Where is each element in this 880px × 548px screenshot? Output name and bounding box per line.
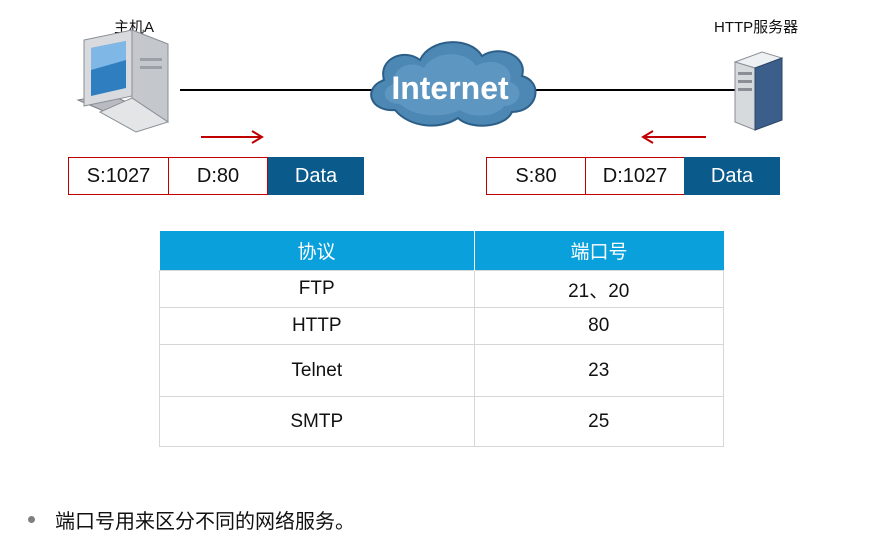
response-data-block: Data [684, 157, 780, 195]
response-dest-port: D:1027 [585, 157, 685, 195]
port-cell: 25 [473, 396, 724, 447]
port-cell: 21、20 [473, 270, 724, 308]
request-source-port: S:1027 [68, 157, 169, 195]
request-data-block: Data [268, 157, 364, 195]
server-label: HTTP服务器 [714, 19, 799, 36]
internet-cloud-icon [370, 41, 537, 127]
host-computer-icon [76, 29, 170, 133]
table-header-row: 协议 端口号 [159, 231, 724, 271]
protocol-cell: HTTP [159, 307, 475, 345]
request-dest-port: D:80 [168, 157, 268, 195]
network-diagram [76, 29, 784, 144]
protocol-cell: Telnet [159, 344, 475, 397]
table-row: HTTP 80 [159, 307, 724, 345]
response-source-port: S:80 [486, 157, 586, 195]
protocol-column-header: 协议 [159, 231, 475, 271]
table-row: FTP 21、20 [159, 270, 724, 308]
protocol-cell: FTP [159, 270, 475, 308]
port-cell: 23 [473, 344, 724, 397]
bullet-item: 端口号用来区分不同的网络服务。 [28, 505, 355, 534]
response-arrow [641, 130, 706, 144]
protocol-port-table: 协议 端口号 FTP 21、20 HTTP 80 Telnet 23 SMTP … [159, 231, 724, 447]
protocol-cell: SMTP [159, 396, 475, 447]
port-cell: 80 [473, 307, 724, 345]
bullet-icon [28, 516, 35, 523]
table-row: Telnet 23 [159, 344, 724, 397]
bullet-text: 端口号用来区分不同的网络服务。 [55, 511, 355, 533]
http-server-icon [733, 51, 784, 131]
request-arrow [201, 130, 264, 144]
port-column-header: 端口号 [474, 231, 724, 271]
table-row: SMTP 25 [159, 396, 724, 447]
internet-label: Internet [391, 70, 509, 106]
